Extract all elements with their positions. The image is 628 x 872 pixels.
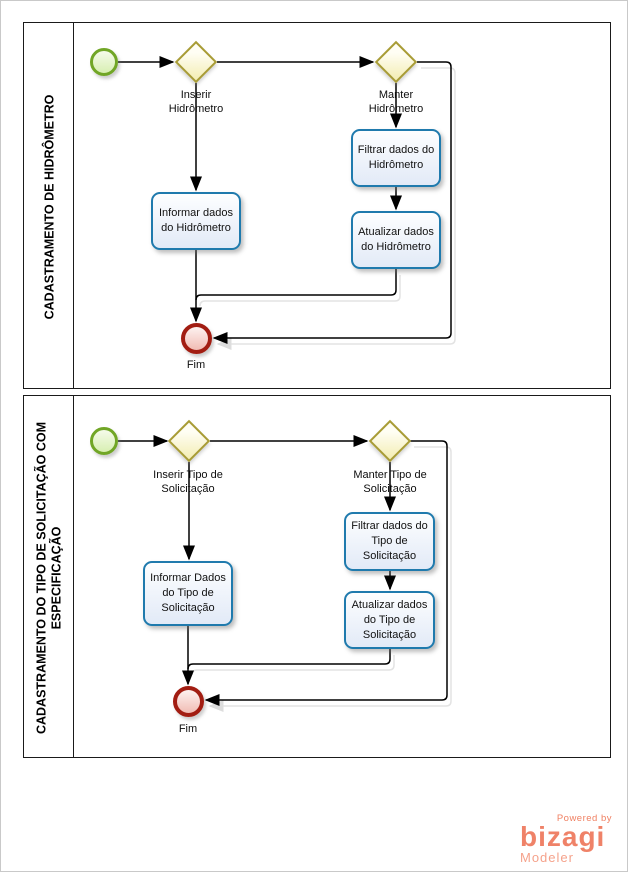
label-line: Solicitação bbox=[161, 483, 215, 495]
label-line: Manter bbox=[378, 89, 414, 101]
label-line: Manter Tipo de bbox=[353, 469, 427, 481]
task-informar-dados-hidrometro[interactable]: Informar dados do Hidrômetro bbox=[151, 192, 241, 250]
pool-title-line: ESPECIFICAÇÃO bbox=[49, 526, 63, 629]
pool-cadastramento-hidrometro[interactable]: CADASTRAMENTO DE HIDRÔMETRO bbox=[23, 22, 611, 389]
task-label-line: Tipo de bbox=[371, 535, 408, 547]
label-line: Hidrômetro bbox=[168, 103, 224, 115]
task-label-line: Atualizar dados bbox=[358, 226, 434, 238]
gateway-label: Manter Tipo de Solicitação bbox=[340, 468, 440, 496]
pool-title-line: CADASTRAMENTO DE HIDRÔMETRO bbox=[41, 94, 56, 319]
task-label-line: Solicitação bbox=[161, 602, 215, 614]
end-event[interactable] bbox=[173, 686, 204, 717]
task-label-line: do Tipo de bbox=[363, 613, 416, 626]
task-atualizar-dados-hidrometro[interactable]: Atualizar dados do Hidrômetro bbox=[351, 211, 441, 269]
gateway-label: Manter Hidrômetro bbox=[346, 88, 446, 116]
pool-title-tipo-solicitacao: CADASTRAMENTO DO TIPO DE SOLICITAÇÃO COM… bbox=[24, 396, 74, 759]
start-event[interactable] bbox=[90, 48, 118, 76]
modeler-text: Modeler bbox=[520, 850, 574, 865]
gateway-label: Inserir Tipo de Solicitação bbox=[138, 468, 238, 496]
task-filtrar-dados-tipo-solicitacao[interactable]: Filtrar dados do Tipo de Solicitação bbox=[344, 512, 435, 571]
label-line: Inserir bbox=[180, 89, 212, 101]
bizagi-modeler-logo: Powered by bizagi Modeler bbox=[520, 813, 612, 865]
task-filtrar-dados-hidrometro[interactable]: Filtrar dados do Hidrômetro bbox=[351, 129, 441, 187]
end-event-label: Fim bbox=[186, 359, 206, 371]
end-event-label: Fim bbox=[178, 723, 198, 735]
task-label-line: Filtrar dados do bbox=[351, 520, 428, 532]
label-line: Hidrômetro bbox=[368, 103, 424, 115]
task-label-line: Atualizar dados bbox=[351, 598, 428, 611]
gateway-label: Inserir Hidrômetro bbox=[146, 88, 246, 116]
start-event[interactable] bbox=[90, 427, 118, 455]
pool-label-band bbox=[24, 396, 74, 757]
task-label-line: do Tipo de bbox=[162, 587, 214, 599]
label-line: Solicitação bbox=[363, 483, 417, 495]
pool-title-line: CADASTRAMENTO DO TIPO DE SOLICITAÇÃO COM bbox=[34, 421, 48, 734]
powered-by-text: Powered by bbox=[556, 813, 612, 824]
task-label-line: do Hidrômetro bbox=[361, 241, 431, 253]
pool-title-hidrometro: CADASTRAMENTO DE HIDRÔMETRO bbox=[24, 23, 74, 390]
task-label-line: do Hidrômetro bbox=[161, 222, 231, 234]
bizagi-wordmark: bizagi bbox=[520, 821, 606, 852]
task-label-line: Hidrômetro bbox=[368, 159, 424, 171]
task-label-line: Informar Dados bbox=[150, 572, 226, 584]
label-line: Inserir Tipo de bbox=[153, 469, 223, 481]
pool-label-band bbox=[24, 23, 74, 388]
task-label-line: Informar dados bbox=[159, 207, 233, 219]
task-label-line: Solicitação bbox=[362, 550, 417, 562]
task-atualizar-dados-tipo-solicitacao[interactable]: Atualizar dados do Tipo de Solicitação bbox=[344, 591, 435, 649]
task-informar-dados-tipo-solicitacao[interactable]: Informar Dados do Tipo de Solicitação bbox=[143, 561, 233, 626]
end-event[interactable] bbox=[181, 323, 212, 354]
task-label-line: Solicitação bbox=[362, 628, 417, 641]
task-label-line: Filtrar dados do bbox=[357, 144, 435, 156]
